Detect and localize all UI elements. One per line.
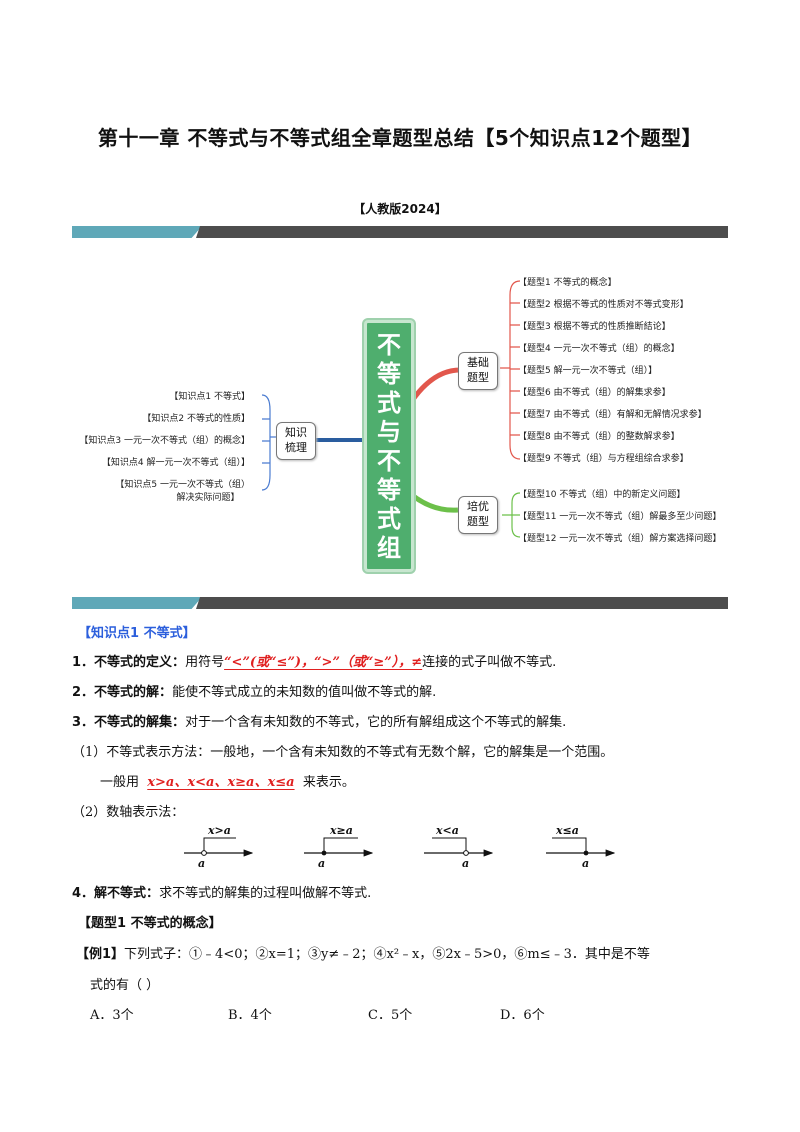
kp-item: 【知识点1 不等式】 <box>169 392 250 402</box>
kp-item: 【知识点3 一元一次不等式（组）的概念】 <box>79 436 250 446</box>
kp-item: 【知识点5 一元一次不等式（组） <box>115 480 250 490</box>
option-c: C．5个 <box>368 1008 413 1023</box>
method1-line: （1）不等式表示方法：一般地，一个含有未知数的不等式有无数个解，它的解集是一个范… <box>72 745 614 760</box>
central-topic: 不 等 式 与 不 等 式 组 <box>364 320 414 572</box>
type-item: 【题型5 解一元一次不等式（组）】 <box>518 366 658 376</box>
number-lines: x>a a x≥a a x<a a x≤a a <box>180 824 620 874</box>
edition-label: 【人教版2024】 <box>353 202 447 216</box>
type-item: 【题型4 一元一次不等式（组）的概念】 <box>518 344 680 354</box>
kp-item-cont: 解决实际问题】 <box>176 493 240 503</box>
definition-line: 1．不等式的定义：用符号“<”(或“≤”)，“>”（或“≥”），≠连接的式子叫做… <box>72 655 557 670</box>
axis2-point: a <box>318 857 326 870</box>
option-d: D．6个 <box>500 1008 545 1023</box>
kp-item: 【知识点4 解一元一次不等式（组）】 <box>101 458 250 468</box>
type-item: 【题型12 一元一次不等式（组）解方案选择问题】 <box>518 534 722 544</box>
axis3-label: x<a <box>436 824 459 837</box>
type-item: 【题型10 不等式（组）中的新定义问题】 <box>518 490 686 500</box>
solution-line: 2．不等式的解：能使不等式成立的未知数的值叫做不等式的解. <box>72 685 437 700</box>
number-lines-svg <box>184 837 616 857</box>
type-item: 【题型1 不等式的概念】 <box>518 278 617 288</box>
solve-line: 4．解不等式：求不等式的解集的过程叫做解不等式. <box>72 886 372 901</box>
method1b-line: 一般用 x>a、x<a、x≥a、x≤a 来表示。 <box>100 775 355 790</box>
mind-map: 不 等 式 与 不 等 式 组 知识梳理 基础题型 培优题型 【知识点1 不等式… <box>79 278 722 572</box>
bottom-divider-band <box>72 597 728 609</box>
method2-line: （2）数轴表示法： <box>72 805 185 820</box>
node-knowledge-review: 知识梳理 <box>276 422 316 460</box>
top-divider-band <box>72 226 728 238</box>
type-item: 【题型9 不等式（组）与方程组综合求参】 <box>518 454 689 464</box>
axis1-label: x>a <box>208 824 231 837</box>
node-basic-types: 基础题型 <box>458 352 498 390</box>
example1-line2: 式的有（ ） <box>90 978 160 993</box>
axis4-point: a <box>582 857 590 870</box>
axis1-point: a <box>198 857 206 870</box>
type-item: 【题型7 由不等式（组）有解和无解情况求参】 <box>518 410 707 420</box>
type-item: 【题型6 由不等式（组）的解集求参】 <box>518 388 671 398</box>
axis4-label: x≤a <box>556 824 579 837</box>
axis2-label: x≥a <box>330 824 353 837</box>
type-item: 【题型3 根据不等式的性质推断結论】 <box>518 322 671 332</box>
kp-item: 【知识点2 不等式的性质】 <box>142 414 250 424</box>
type-item: 【题型11 一元一次不等式（组）解最多至少问题】 <box>518 512 722 522</box>
page-title: 第十一章 不等式与不等式组全章题型总结【5个知识点12个题型】 <box>97 126 703 150</box>
type-item: 【题型2 根据不等式的性质对不等式变形】 <box>518 300 689 310</box>
solution-set-line: 3．不等式的解集：对于一个含有未知数的不等式，它的所有解组成这个不等式的解集. <box>72 715 567 730</box>
type1-header: 【题型1 不等式的概念】 <box>78 916 222 931</box>
option-b: B．4个 <box>228 1008 272 1023</box>
kp1-header: 【知识点1 不等式】 <box>78 626 196 641</box>
axis3-point: a <box>462 857 470 870</box>
option-a: A．3个 <box>90 1008 134 1023</box>
type-item: 【题型8 由不等式（组）的整数解求参】 <box>518 432 680 442</box>
example1-line: 【例1】下列式子：①﹣4<0；②x=1；③y≠﹣2；④x²﹣x，⑤2x﹣5>0，… <box>76 947 650 962</box>
node-advanced-types: 培优题型 <box>458 496 498 534</box>
